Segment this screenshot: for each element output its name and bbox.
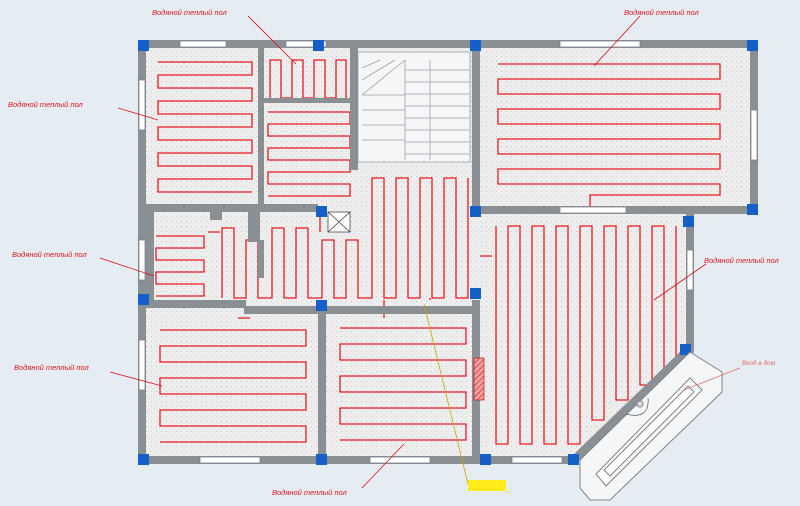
stairwell [357,51,471,163]
pipe-corridor [221,177,469,299]
leader-lines [99,15,741,489]
columns [138,40,758,465]
ventilation-shaft [327,211,351,233]
label-entrance: Вход в дом [742,360,776,367]
hatched-element [473,357,485,401]
heating-pipes [155,59,721,445]
pipe-room-bottom-left [159,329,307,443]
manifold-marker [468,480,506,491]
pipe-room-bottom-middle [339,327,467,441]
windows [138,40,758,464]
label-right-middle: Водяной теплый пол [704,256,779,265]
label-top-left: Водяной теплый пол [152,8,227,17]
label-bottom-center: Водяной теплый пол [272,488,347,497]
pipe-room-middle [267,111,351,197]
label-top-right: Водяной теплый пол [624,8,699,17]
label-left-middle: Водяной теплый пол [12,250,87,259]
pipe-room-top-right [497,63,721,210]
label-left-upper: Водяной теплый пол [8,100,83,109]
pipe-room-left-small [155,235,205,297]
label-left-lower: Водяной теплый пол [14,363,89,372]
pipe-room-top-left [157,61,253,193]
